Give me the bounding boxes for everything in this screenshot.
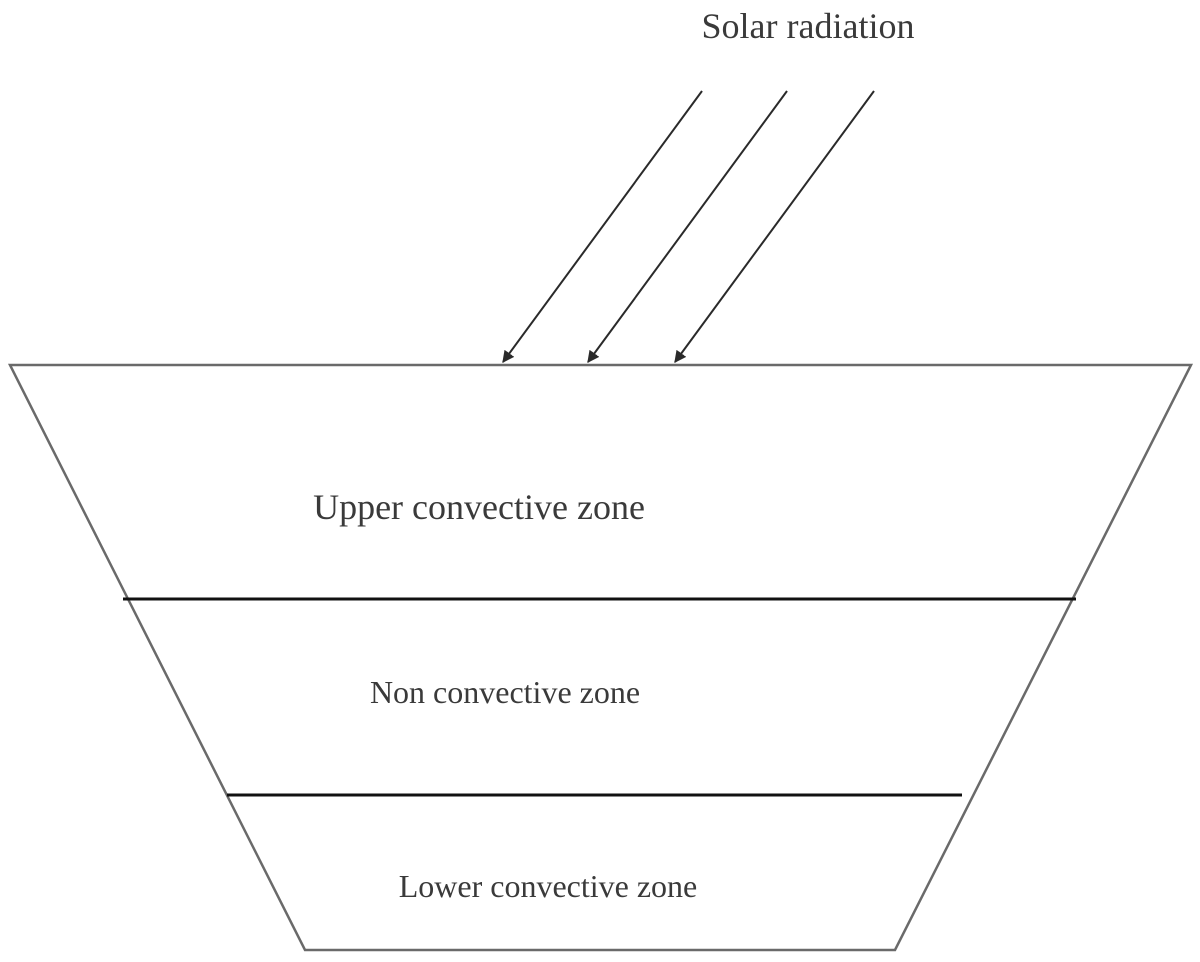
solar-radiation-arrow xyxy=(674,90,875,363)
solar-radiation-arrow xyxy=(587,90,788,363)
solar-radiation-label: Solar radiation xyxy=(702,6,915,46)
zone-label-non-convective: Non convective zone xyxy=(370,674,640,710)
pond-outline xyxy=(7,363,1194,952)
zone-label-upper: Upper convective zone xyxy=(313,487,645,527)
solar-radiation-arrow xyxy=(502,90,703,363)
zone-label-lower: Lower convective zone xyxy=(399,868,698,904)
solar-radiation-arrows xyxy=(502,90,875,363)
